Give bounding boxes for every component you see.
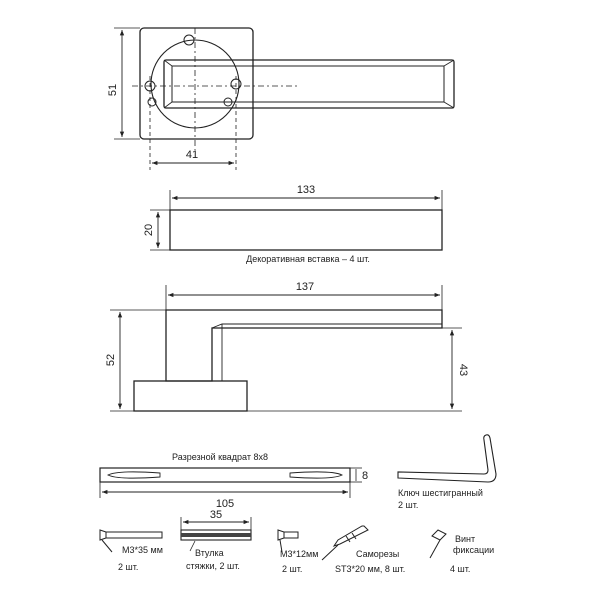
dim-label-20: 20 bbox=[143, 224, 155, 236]
screw-m3-12-label: М3*12мм bbox=[280, 549, 318, 559]
dim-label-41: 41 bbox=[186, 149, 198, 161]
dim-label-51: 51 bbox=[107, 84, 119, 96]
dim-label-35: 35 bbox=[210, 509, 222, 521]
spindle-title: Разрезной квадрат 8х8 bbox=[172, 452, 268, 462]
insert-view bbox=[150, 190, 443, 251]
dim-label-52: 52 bbox=[105, 354, 117, 366]
spindle bbox=[99, 467, 362, 498]
sleeve bbox=[180, 517, 252, 552]
rosette-side bbox=[133, 380, 248, 412]
self-tap-label: Саморезы bbox=[356, 549, 399, 559]
dim-label-105: 105 bbox=[216, 498, 234, 510]
screw-hole bbox=[183, 34, 195, 46]
dim-label-137: 137 bbox=[296, 281, 314, 293]
self-tapping-screw bbox=[321, 525, 369, 561]
rosette-plate bbox=[139, 27, 254, 140]
hex-key bbox=[397, 434, 497, 483]
spindle-slot-right bbox=[289, 471, 344, 479]
insert-caption: Декоративная вставка – 4 шт. bbox=[246, 254, 370, 264]
spindle-slot-left bbox=[106, 471, 161, 479]
screw-m3-35-label: М3*35 мм bbox=[122, 545, 163, 555]
screw-m3-35-qty: 2 шт. bbox=[118, 562, 138, 572]
dim-label-133: 133 bbox=[297, 184, 315, 196]
screw-m3-12 bbox=[277, 529, 299, 553]
self-tap-qty: ST3*20 мм, 8 шт. bbox=[335, 564, 405, 574]
handle-side-profile bbox=[165, 309, 443, 382]
top-view bbox=[114, 27, 455, 170]
hex-key-label: Ключ шестигранный bbox=[398, 488, 483, 498]
screw-hole bbox=[223, 97, 233, 107]
screw-hole bbox=[147, 97, 157, 107]
hex-key-qty: 2 шт. bbox=[398, 500, 418, 510]
screw-m3-35 bbox=[99, 529, 163, 553]
set-screw bbox=[429, 529, 447, 559]
dim-label-43: 43 bbox=[457, 364, 469, 376]
dim-label-8: 8 bbox=[362, 470, 368, 482]
set-screw-label: Винт bbox=[455, 534, 475, 544]
set-screw-label-2: фиксации bbox=[453, 545, 494, 555]
sleeve-label-2: стяжки, 2 шт. bbox=[186, 561, 240, 571]
screw-m3-12-qty: 2 шт. bbox=[282, 564, 302, 574]
handle-lever-inner bbox=[171, 65, 445, 103]
insert-body bbox=[169, 209, 443, 251]
spindle-body bbox=[99, 467, 351, 483]
set-screw-qty: 4 шт. bbox=[450, 564, 470, 574]
side-view bbox=[110, 285, 462, 412]
handle-lever-outer bbox=[163, 59, 455, 109]
sleeve-label: Втулка bbox=[195, 548, 224, 558]
